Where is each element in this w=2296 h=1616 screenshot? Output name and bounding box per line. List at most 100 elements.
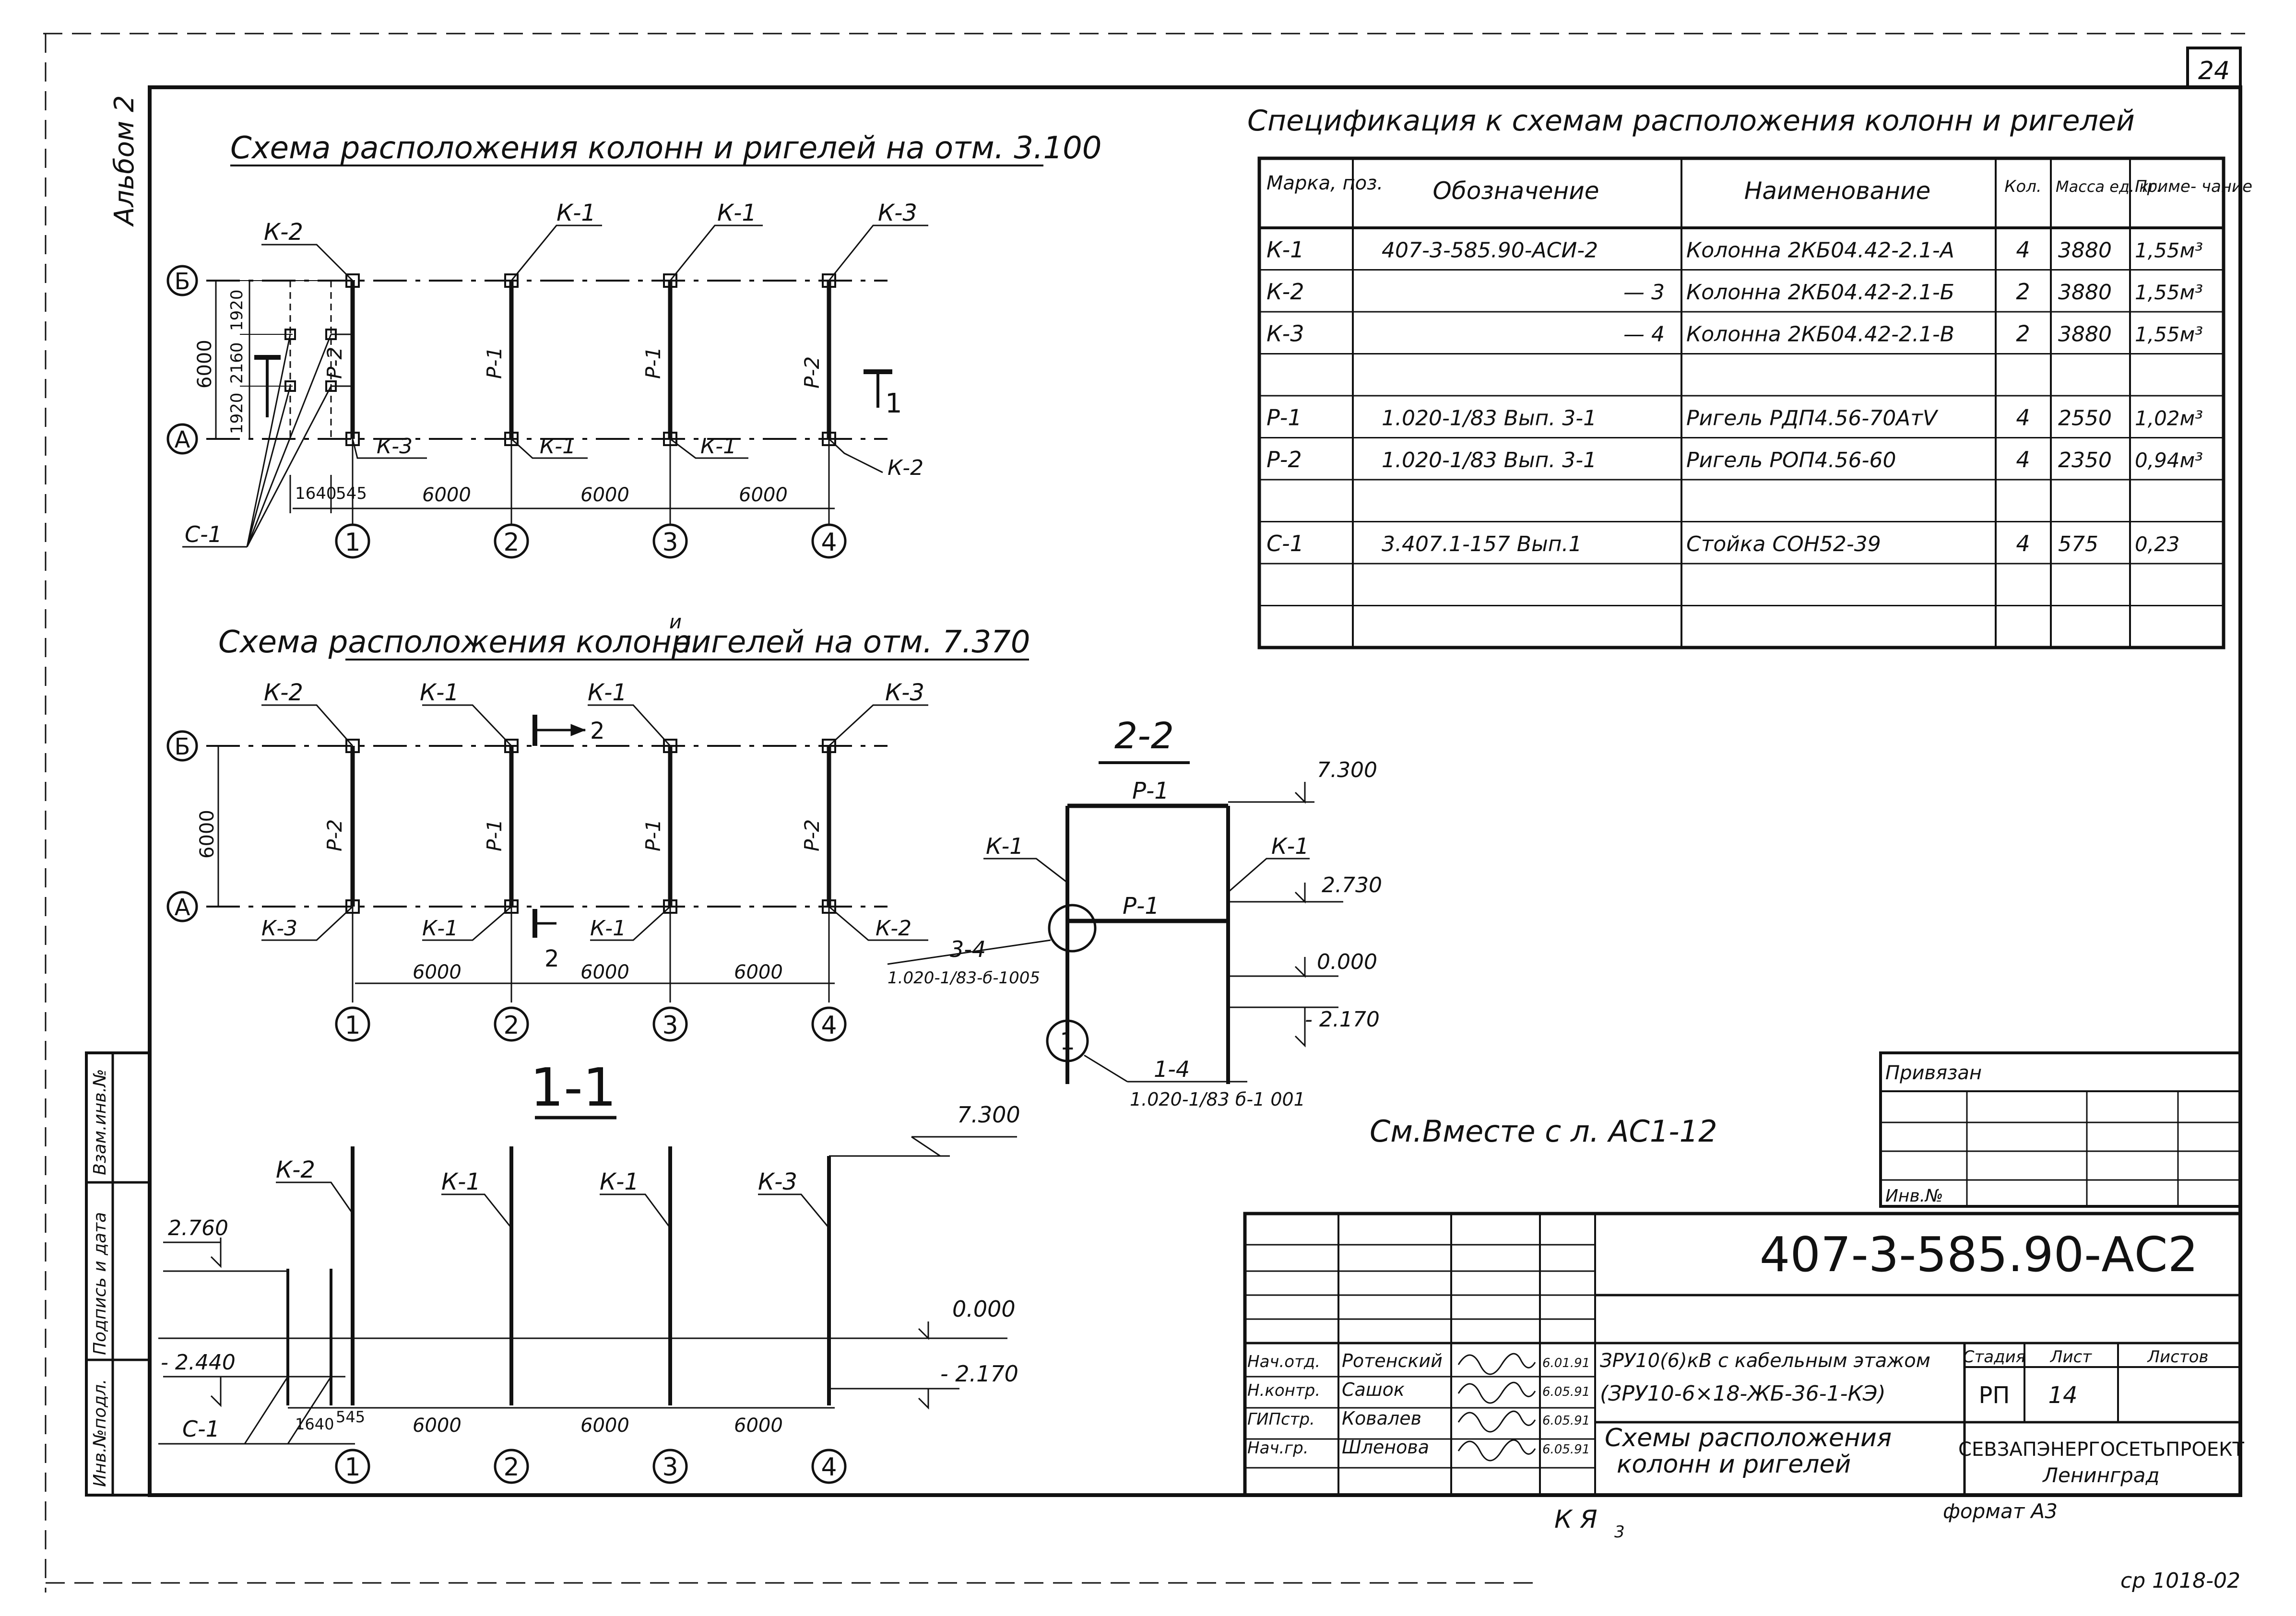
plan2-section-mark-top: 2	[590, 718, 605, 744]
plan1-section-mark: 1	[885, 388, 902, 419]
section22-elev: - 2.170	[1305, 1007, 1380, 1032]
plan1-bottom-label: К-3	[377, 434, 413, 459]
spec-cell: — 4	[1623, 322, 1665, 346]
spec-cell: 0,94м³	[2135, 448, 2203, 472]
plan2-dim-bottom: 6000	[413, 961, 462, 983]
side-vzam: Взам.инв.№	[90, 1069, 110, 1175]
spec-header-designation: Обозначение	[1433, 177, 1599, 205]
spec-cell: Р-1	[1266, 404, 1302, 430]
plan2-dim-bottom: 6000	[580, 961, 629, 983]
plan2-axis-row-b: Б	[175, 733, 190, 760]
signer-role: Н.контр.	[1247, 1381, 1320, 1400]
plan-elev-3100: Схема расположения колонн и ригелей на о…	[166, 130, 1102, 559]
plan-elev-7370: Схема расположения колонн и ригелей на о…	[166, 611, 1030, 1042]
plan2-title-insert: и	[669, 611, 682, 633]
signer-name: Шленова	[1342, 1437, 1429, 1458]
plan1-top-label: К-1	[717, 200, 757, 226]
spec-cell: С-1	[1266, 531, 1304, 556]
section22-axis: 1	[1060, 1027, 1075, 1055]
signer-date: 6.05.91	[1542, 1442, 1590, 1457]
spec-cell: 2	[2016, 279, 2030, 305]
plan1-top-label: К-3	[878, 200, 917, 226]
bottom-marks: К Я	[1554, 1505, 1598, 1534]
plan1-dim-bottom: 1640	[295, 484, 337, 503]
object-line1: ЗРУ10(6)кВ с кабельным этажом	[1600, 1350, 1930, 1372]
spec-cell: 4	[2016, 236, 2030, 262]
plan2-bottom-label: К-3	[261, 916, 297, 941]
spec-cell: 2	[2016, 320, 2030, 346]
plan1-dim-left: 1920	[227, 392, 247, 434]
page-number: 24	[2198, 57, 2230, 85]
signer-role: Нач.отд.	[1247, 1352, 1320, 1371]
plan1-beam-label: Р-2	[323, 347, 346, 379]
plan1-dim-bottom: 6000	[739, 484, 788, 506]
sheets-header: Листов	[2146, 1347, 2208, 1367]
section22-title: 2-2	[1114, 714, 1174, 757]
album-label: Альбом 2	[109, 95, 140, 227]
bottom-marks-sub: 3	[1614, 1522, 1625, 1542]
section22-top-beam: Р-1	[1132, 778, 1169, 804]
signer-name: Ротенский	[1342, 1350, 1443, 1371]
section22-node1-label: 3-4	[950, 936, 986, 962]
section22-node1-ref: 1.020-1/83-б-1005	[888, 968, 1040, 988]
section11-axis-col: 3	[662, 1453, 678, 1482]
spec-table: Спецификация к схемам расположения колон…	[1247, 104, 2252, 649]
stage-value: РП	[1978, 1382, 2010, 1409]
plan1-dim-bottom: 545	[336, 484, 367, 503]
format-label: формат А3	[1943, 1499, 2058, 1523]
section11-axis-col: 2	[503, 1453, 519, 1482]
spec-cell: Стойка СОН52-39	[1686, 532, 1881, 556]
section11-elev-right: - 2.170	[940, 1361, 1018, 1387]
plan2-section-mark-bottom: 2	[544, 945, 559, 972]
plan2-bottom-label: К-2	[876, 916, 911, 941]
section11-dim: 6000	[580, 1415, 629, 1437]
plan1-title: Схема расположения колонн и ригелей на о…	[230, 130, 1102, 166]
plan1-dim-left: 2160	[227, 342, 247, 384]
plan2-axis-col-2: 2	[503, 1011, 519, 1040]
see-also-note: См.Вместе с л. АС1-12	[1370, 1114, 1717, 1149]
spec-cell: 2550	[2058, 406, 2112, 430]
plan1-axis-col-2: 2	[503, 528, 519, 557]
spec-cell: 3.407.1-157 Вып.1	[1382, 532, 1582, 556]
plan1-top-label: К-2	[264, 219, 303, 246]
signer-name: Ковалев	[1342, 1408, 1421, 1429]
spec-cell: К-2	[1266, 279, 1304, 305]
section11-title: 1-1	[530, 1057, 616, 1118]
plan2-axis-col-4: 4	[821, 1011, 837, 1040]
signer-name: Сашок	[1342, 1379, 1405, 1400]
spec-cell: 4	[2016, 404, 2030, 430]
side-podpis: Подпись и дата	[90, 1212, 110, 1355]
signer-date: 6.01.91	[1542, 1356, 1590, 1370]
section11-axis-col: 1	[344, 1453, 360, 1482]
signer-role: Нач.гр.	[1247, 1439, 1309, 1458]
section11-dim: 6000	[413, 1415, 462, 1437]
spec-cell: 3880	[2058, 238, 2112, 262]
spec-cell: 4	[2016, 447, 2030, 472]
plan2-beam-label: Р-2	[800, 819, 824, 851]
plan1-bottom-label: К-1	[700, 434, 736, 459]
spec-cell: К-1	[1266, 236, 1304, 262]
plan2-title-part1: Схема расположения колонн	[218, 625, 692, 660]
copy-code: ср 1018-02	[2120, 1569, 2240, 1593]
section11-dim: 1640	[295, 1415, 334, 1433]
spec-cell: Р-2	[1266, 447, 1302, 472]
plan2-beam-label: Р-2	[323, 819, 346, 851]
page-number-box	[2186, 47, 2242, 89]
inv-no-label: Инв.№	[1885, 1186, 1943, 1206]
signature-scribble	[1457, 1381, 1536, 1404]
spec-cell: Колонна 2КБ04.42-2.1-Б	[1686, 280, 1954, 305]
section-1-1: 1-1	[158, 1057, 1020, 1484]
plan2-bottom-label: К-1	[422, 916, 458, 941]
sheet-title-line2: колонн и ригелей	[1617, 1450, 1851, 1479]
sheet-number-value: 14	[2048, 1382, 2077, 1409]
spec-header-name: Наименование	[1744, 177, 1931, 205]
section11-dim: 6000	[734, 1415, 783, 1437]
sheet-title-line1: Схемы расположения	[1605, 1424, 1892, 1452]
side-inv-podl: Инв.№подл.	[90, 1379, 110, 1487]
section-2-2: 2-2 Р-1 Р-1 К-1 К-1 7.300 2.	[887, 714, 1382, 1110]
spec-header-mark: Марка, поз.	[1266, 172, 1383, 194]
section22-node2-label: 1-4	[1154, 1056, 1190, 1082]
section11-post-label: С-1	[182, 1416, 220, 1442]
spec-cell: 2350	[2058, 448, 2112, 472]
signature-scribble	[1457, 1410, 1536, 1433]
